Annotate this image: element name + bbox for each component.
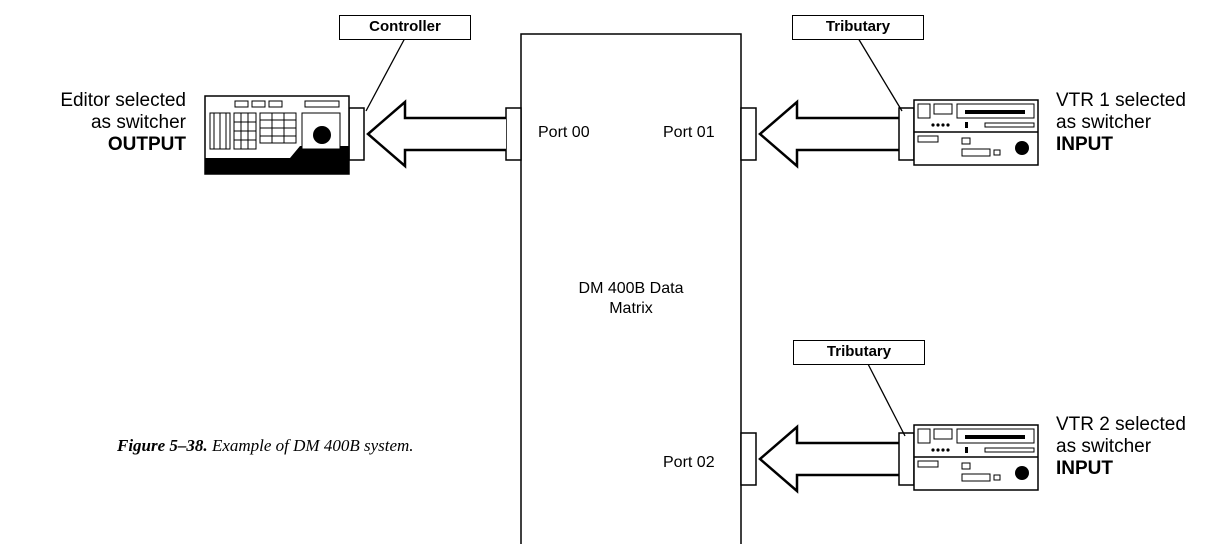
tributary-1-tag: Tributary: [792, 15, 924, 40]
vtr2-role: INPUT: [1056, 458, 1113, 479]
port-01-label: Port 01: [663, 124, 715, 141]
vtr1-connector: [898, 107, 915, 161]
tributary-2-tag: Tributary: [793, 340, 925, 365]
editor-role: OUTPUT: [107, 134, 186, 155]
vtr1-label: VTR 1 selected as switcher INPUT: [1056, 90, 1186, 156]
vtr1-role: INPUT: [1056, 134, 1113, 155]
vtr2-label-line1: VTR 2 selected: [1056, 414, 1186, 435]
port-02-label: Port 02: [663, 454, 715, 471]
editor-keyboard-icon: [204, 95, 350, 175]
matrix-label-line1: DM 400B Data: [578, 280, 684, 297]
vtr1-label-line1: VTR 1 selected: [1056, 90, 1186, 111]
port-00-label: Port 00: [538, 124, 590, 141]
matrix-label: DM 400B Data Matrix: [541, 279, 721, 319]
arrow-from-vtr1: [758, 99, 899, 169]
controller-leader: [365, 37, 406, 112]
matrix-label-line2: Matrix: [609, 300, 653, 317]
controller-tag: Controller: [339, 15, 471, 40]
port-02-connector: [740, 432, 757, 486]
arrow-to-editor: [366, 99, 506, 169]
vtr2-label: VTR 2 selected as switcher INPUT: [1056, 414, 1186, 480]
matrix-box: [520, 33, 742, 544]
figure-caption: Figure 5–38. Example of DM 400B system.: [117, 436, 414, 456]
figure-caption-text: Example of DM 400B system.: [211, 436, 414, 455]
editor-connector: [348, 107, 365, 161]
vtr1-deck-icon: [913, 99, 1039, 166]
editor-label: Editor selected as switcher OUTPUT: [0, 90, 186, 156]
port-01-connector: [740, 107, 757, 161]
tributary-2-leader: [867, 363, 906, 437]
vtr2-deck-icon: [913, 424, 1039, 491]
figure-number: Figure 5–38.: [117, 436, 208, 455]
vtr2-connector: [898, 432, 915, 486]
editor-label-line1: Editor selected: [60, 90, 186, 111]
editor-label-line2: as switcher: [90, 112, 186, 133]
vtr1-label-line2: as switcher: [1056, 112, 1152, 133]
tributary-1-leader: [857, 37, 903, 112]
port-00-connector: [505, 107, 522, 161]
vtr2-label-line2: as switcher: [1056, 436, 1152, 457]
arrow-from-vtr2: [758, 424, 899, 494]
